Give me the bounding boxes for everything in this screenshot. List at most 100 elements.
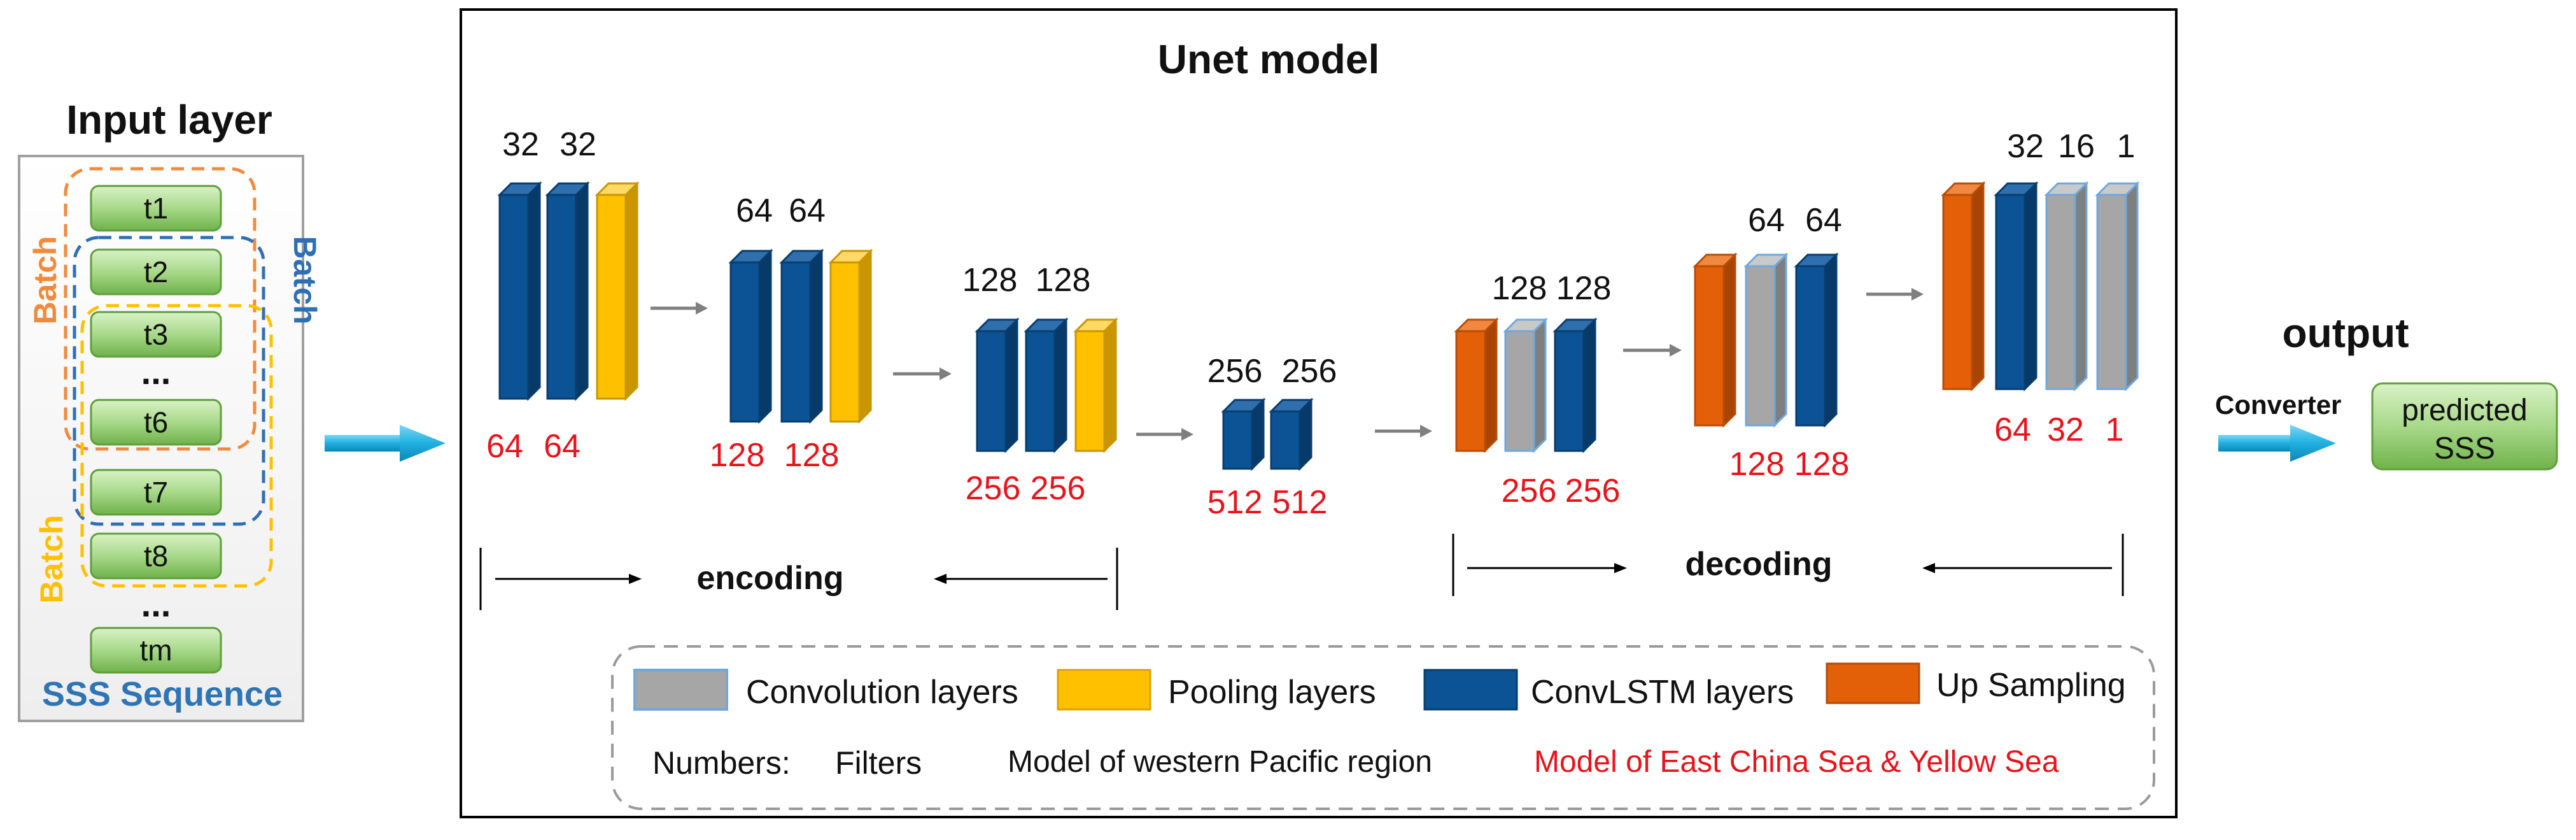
legend-swatch-convolution (633, 669, 728, 711)
pooling-block (828, 248, 873, 424)
batch-label-orange: Batch (27, 236, 63, 325)
filter-number: 256 (1565, 473, 1621, 509)
filter-number: 32 (2047, 411, 2084, 448)
sequence-item-label: t2 (144, 255, 168, 288)
convlstm-block (975, 317, 1020, 453)
filter-number: 256 (1031, 470, 1086, 507)
encoding-bracket (479, 548, 1118, 610)
convolution-block (2095, 181, 2140, 392)
filter-number: 64 (486, 428, 523, 465)
convlstm-block (545, 181, 590, 401)
filter-number: 64 (1748, 202, 1785, 239)
legend-swatch-convlstm (1423, 669, 1518, 711)
sequence-item-label: t6 (144, 406, 168, 439)
legend-label-upsampling: Up Sampling (1936, 667, 2126, 704)
sequence-item-label: t1 (144, 192, 168, 225)
converter-label: Converter (2215, 390, 2341, 420)
legend-label-convolution: Convolution layers (746, 674, 1018, 711)
upsampling-block (1454, 317, 1499, 453)
decoding-bracket (1452, 534, 2124, 596)
filter-number: 1 (2106, 411, 2124, 448)
sss-sequence-label: SSS Sequence (42, 675, 283, 713)
legend-label-convlstm: ConvLSTM layers (1531, 674, 1794, 711)
convlstm-block (728, 248, 773, 424)
filter-number: 128 (710, 437, 765, 474)
convlstm-block (1024, 317, 1069, 453)
filter-number: 128 (1794, 446, 1850, 483)
sequence-item: tm (90, 627, 222, 674)
sequence-item: t7 (90, 469, 222, 516)
filter-number: 128 (962, 262, 1018, 299)
filter-number: 64 (544, 428, 581, 465)
output-title: output (2283, 310, 2409, 356)
legend-swatch-pooling (1057, 669, 1151, 711)
legend-item-upsampling: Up Sampling (1826, 662, 2126, 704)
decoding-label: decoding (1685, 546, 1832, 583)
sequence-item: t8 (90, 532, 222, 580)
sequence-item-label: tm (139, 634, 172, 667)
pooling-block (1073, 317, 1118, 453)
convlstm-block (779, 248, 824, 424)
convolution-block (2044, 181, 2089, 392)
filter-number: 16 (2058, 128, 2095, 165)
legend-item-convlstm: ConvLSTM layers (1423, 669, 1794, 711)
batch-region-blue (73, 236, 265, 526)
stage-labels-2: 64 64 128 128 (710, 192, 840, 474)
convlstm-block (1994, 181, 2039, 392)
batch-label-yellow: Batch (34, 515, 69, 604)
filter-number: 64 (1805, 202, 1842, 239)
sequence-item: t1 (90, 185, 222, 232)
filter-number: 512 (1272, 484, 1328, 521)
filter-number: 32 (560, 126, 596, 163)
filter-number: 64 (736, 192, 773, 229)
stage-labels-6: 64 64 128 128 (1729, 202, 1850, 483)
sequence-item-label: t8 (144, 539, 168, 573)
sequence-item-label: t3 (144, 318, 168, 351)
filter-number: 256 (1502, 473, 1557, 509)
convlstm-block (1794, 252, 1839, 428)
filter-number: 128 (1729, 446, 1785, 483)
predicted-sss-line1: predicted (2402, 394, 2527, 427)
stage-arrows (651, 288, 1924, 441)
legend-item-pooling: Pooling layers (1057, 669, 1376, 711)
input-layer-title: Input layer (66, 97, 272, 143)
batch-label-blue: Batch (287, 236, 323, 325)
upsampling-block (1693, 252, 1738, 428)
sequence-ellipsis: ... (141, 584, 171, 624)
batch-region-orange (64, 167, 257, 451)
predicted-sss-box: predicted SSS (2371, 382, 2558, 471)
legend-numbers-label: Numbers: (652, 745, 791, 781)
upsampling-block (1941, 181, 1986, 392)
sequence-item-label: t7 (144, 476, 168, 509)
filter-number: 32 (2007, 128, 2044, 165)
filter-number: 128 (784, 437, 840, 474)
convlstm-block (1221, 397, 1266, 471)
stage-labels-7: 32 16 1 64 32 1 (1994, 128, 2135, 448)
legend-black-model: Model of western Pacific region (1008, 745, 1432, 779)
filter-number: 64 (1994, 411, 2031, 448)
filter-number: 128 (1036, 262, 1091, 299)
filter-number: 256 (1282, 353, 1337, 390)
filter-number: 256 (1207, 353, 1263, 390)
sequence-item: t2 (90, 248, 222, 295)
filter-number: 32 (502, 126, 539, 163)
converter-arrow (2218, 425, 2336, 462)
legend-red-model: Model of East China Sea & Yellow Sea (1534, 745, 2059, 779)
convolution-block (1743, 252, 1789, 428)
sequence-ellipsis: ... (141, 352, 171, 392)
legend-item-convolution: Convolution layers (633, 669, 1018, 711)
legend-label-pooling: Pooling layers (1168, 674, 1376, 711)
filter-number: 64 (789, 192, 826, 229)
sequence-item: t3 (90, 311, 222, 358)
filter-number: 512 (1207, 484, 1263, 521)
layer-blocks (497, 181, 2140, 471)
predicted-sss-line2: SSS (2434, 432, 2495, 466)
stage-labels-1: 32 32 64 64 (486, 126, 596, 465)
encoding-label: encoding (696, 560, 843, 597)
pooling-block (595, 181, 640, 401)
convolution-block (1503, 317, 1548, 453)
filter-number: 256 (966, 470, 1021, 507)
stage-labels-3: 128 128 256 256 (962, 262, 1091, 507)
convlstm-block (1552, 317, 1598, 453)
